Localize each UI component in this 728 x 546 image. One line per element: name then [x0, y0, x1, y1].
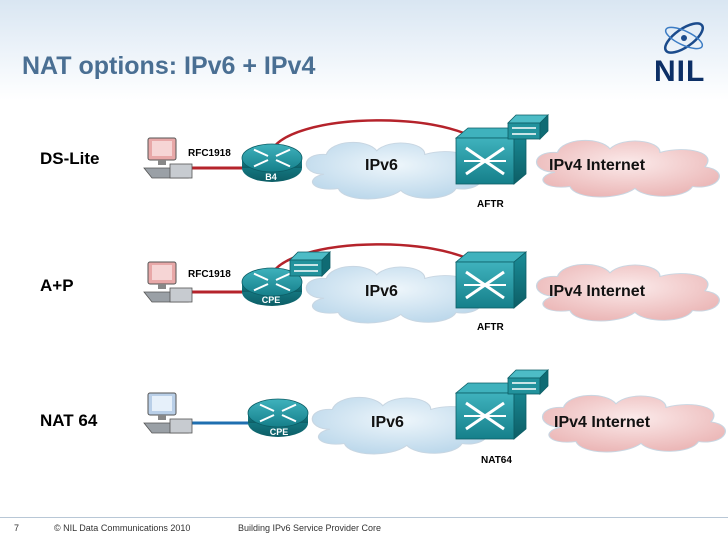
home-router-icon	[247, 398, 309, 437]
cloud-label-ipv4-internet: IPv4 Internet	[549, 157, 646, 174]
row-label-ds-lite: DS-Lite	[40, 149, 100, 168]
home-router-icon	[241, 143, 303, 182]
footer-copyright: © NIL Data Communications 2010	[54, 523, 191, 533]
nil-logo-text: NIL	[654, 55, 706, 88]
gateway-nat-icon	[507, 114, 549, 140]
footer-divider	[0, 517, 728, 518]
router-label-b4: B4	[265, 172, 277, 182]
header-band	[0, 0, 728, 100]
gateway-label-aftr: AFTR	[477, 322, 504, 333]
cloud-label-ipv6: IPv6	[365, 283, 398, 300]
cloud-label-ipv6: IPv6	[365, 157, 398, 174]
row-label-nat64: NAT 64	[40, 411, 98, 430]
row-label-a-plus-p: A+P	[40, 276, 74, 295]
gateway-nat-icon	[507, 369, 549, 395]
blue-pc-icon	[143, 392, 193, 434]
cloud-label-ipv4-internet: IPv4 Internet	[549, 283, 646, 300]
router-label-cpe: CPE	[269, 427, 289, 437]
cloud-label-ipv6: IPv6	[371, 414, 404, 431]
footer-page-number: 7	[14, 523, 20, 533]
red-pc-icon	[143, 261, 193, 303]
gateway-router-icon	[454, 251, 528, 309]
gateway-label-nat64: NAT64	[481, 455, 512, 466]
router-label-cpe: CPE	[261, 295, 281, 305]
cpe-nat-icon	[289, 251, 331, 277]
home-router-icon	[241, 267, 303, 306]
link-label-rfc1918: RFC1918	[188, 148, 231, 159]
gateway-label-aftr: AFTR	[477, 199, 504, 210]
slide-title: NAT options: IPv6 + IPv4	[22, 52, 316, 80]
nil-logo-swirl-icon	[664, 22, 704, 54]
red-pc-icon	[143, 137, 193, 179]
cloud-label-ipv4-internet: IPv4 Internet	[554, 414, 651, 431]
link-label-rfc1918: RFC1918	[188, 269, 231, 280]
footer-subject: Building IPv6 Service Provider Core	[238, 523, 382, 533]
